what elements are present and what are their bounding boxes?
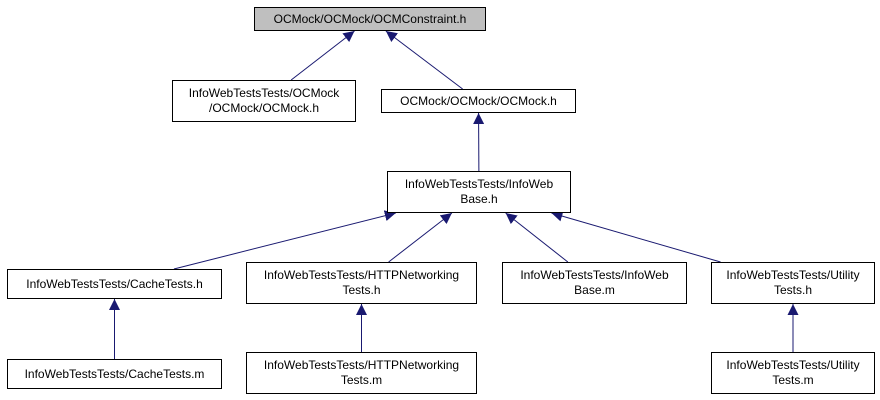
node-label-line: InfoWebTestsTests/CacheTests.m bbox=[24, 366, 205, 381]
edge-cachetests_h-to-infowebbase_h bbox=[173, 210, 396, 270]
edge-infowebbase_m-to-infowebbase_h bbox=[505, 212, 569, 263]
edge-ocmock_h-to-ocmconstraint_h bbox=[385, 30, 463, 90]
node-ocmock-h[interactable]: OCMock/OCMock/OCMock.h bbox=[381, 89, 576, 113]
node-label-line: /OCMock/OCMock.h bbox=[208, 101, 319, 115]
node-httpnetworking-m[interactable]: InfoWebTestsTests/HTTPNetworking Tests.m bbox=[246, 352, 477, 394]
node-ocmconstraint-h: OCMock/OCMock/OCMConstraint.h bbox=[254, 7, 486, 31]
edge-infoweb_ocmock_h-to-ocmconstraint_h bbox=[290, 30, 355, 81]
edge-httpnetworking_h-to-infowebbase_h bbox=[388, 212, 453, 263]
node-utility-m[interactable]: InfoWebTestsTests/Utility Tests.m bbox=[711, 352, 875, 394]
node-label-line: InfoWebTestsTests/HTTPNetworking bbox=[263, 358, 460, 372]
node-cachetests-h[interactable]: InfoWebTestsTests/CacheTests.h bbox=[7, 269, 222, 299]
node-label-line: Tests.h bbox=[342, 283, 381, 297]
node-label-line: Base.m bbox=[574, 283, 615, 297]
node-utility-h[interactable]: InfoWebTestsTests/Utility Tests.h bbox=[711, 262, 875, 304]
node-label-line: Tests.h bbox=[773, 283, 812, 297]
node-label-line: Base.h bbox=[460, 192, 498, 206]
node-label-line: InfoWebTestsTests/HTTPNetworking bbox=[263, 268, 460, 282]
node-infowebbase-h[interactable]: InfoWebTestsTests/InfoWeb Base.h bbox=[387, 171, 571, 213]
node-label-line: Tests.m bbox=[340, 373, 383, 387]
edge-utility_h-to-infowebbase_h bbox=[551, 210, 721, 263]
node-label-line: Tests.m bbox=[772, 373, 814, 387]
node-infowebbase-m[interactable]: InfoWebTestsTests/InfoWeb Base.m bbox=[502, 262, 687, 304]
node-label-line: InfoWebTestsTests/CacheTests.h bbox=[26, 276, 203, 291]
node-label-line: InfoWebTestsTests/InfoWeb bbox=[404, 177, 554, 191]
node-label-line: InfoWebTestsTests/InfoWeb bbox=[520, 268, 669, 282]
node-cachetests-m[interactable]: InfoWebTestsTests/CacheTests.m bbox=[7, 359, 222, 389]
node-label-line: InfoWebTestsTests/OCMock bbox=[188, 86, 340, 100]
node-label-line: InfoWebTestsTests/Utility bbox=[726, 268, 860, 282]
node-label-line: InfoWebTestsTests/Utility bbox=[726, 358, 860, 372]
node-label-line: OCMock/OCMock/OCMConstraint.h bbox=[273, 11, 467, 26]
node-infoweb-ocmock-h[interactable]: InfoWebTestsTests/OCMock /OCMock/OCMock.… bbox=[172, 80, 356, 122]
edge-layer bbox=[109, 30, 799, 359]
node-label-line: OCMock/OCMock/OCMock.h bbox=[400, 93, 557, 108]
node-httpnetworking-h[interactable]: InfoWebTestsTests/HTTPNetworking Tests.h bbox=[246, 262, 477, 304]
